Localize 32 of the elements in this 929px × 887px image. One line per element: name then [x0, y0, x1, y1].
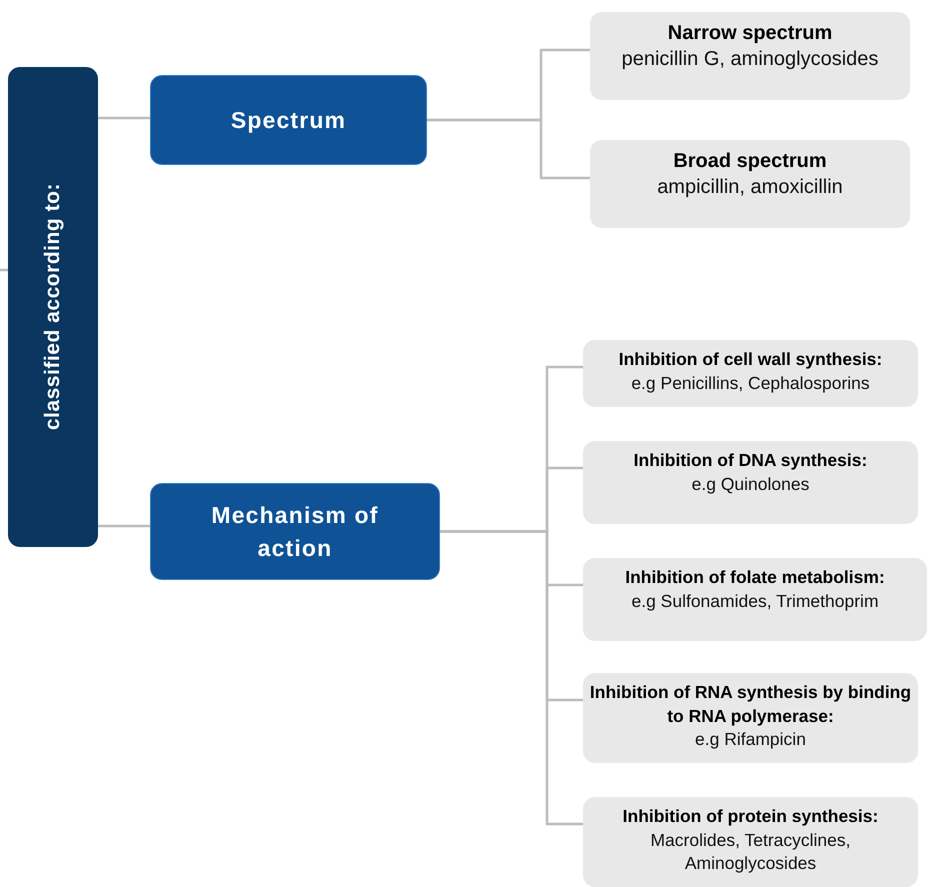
example-box: [583, 673, 918, 763]
category-bar: [8, 67, 98, 547]
box-heading: Narrow spectrum: [668, 21, 832, 46]
example-box: [583, 340, 918, 407]
example-text: Macrolides, Tetracyclines, Aminoglycosides: [649, 828, 852, 876]
box-heading: Inhibition of folate metabolism:: [625, 566, 885, 589]
connector-line: [0, 268, 8, 272]
box-heading: Inhibition of protein synthesis:: [622, 805, 878, 828]
example-text: e.g Sulfonamides, Trimethoprim: [631, 590, 879, 613]
example-text: ampicillin, amoxicillin: [657, 175, 843, 200]
box-heading: Inhibition of RNA synthesis by binding to RNA polymerase:: [588, 681, 912, 728]
box-heading: Inhibition of cell wall synthesis:: [618, 348, 882, 371]
connector-line: [98, 524, 150, 528]
category-box: [150, 75, 427, 165]
box-heading: Inhibition of DNA synthesis:: [634, 449, 868, 472]
category-title: Spectrum: [230, 106, 346, 135]
example-box: [583, 441, 918, 524]
example-box: [590, 12, 910, 100]
example-box: [583, 558, 927, 641]
box-heading: Broad spectrum: [673, 149, 827, 174]
example-text: e.g Penicillins, Cephalosporins: [631, 372, 870, 395]
connector-line: [440, 530, 583, 826]
connector-line: [98, 116, 150, 120]
example-text: e.g Quinolones: [692, 472, 810, 496]
example-box: [590, 140, 910, 228]
vertical-heading: classified according to:: [40, 183, 66, 431]
example-text: penicillin G, aminoglycosides: [622, 47, 878, 72]
category-box: [150, 483, 440, 580]
connector-line: [427, 118, 590, 180]
example-box: [583, 797, 918, 887]
example-text: e.g Rifampicin: [695, 728, 806, 752]
category-title: Mechanism of action: [210, 501, 380, 562]
